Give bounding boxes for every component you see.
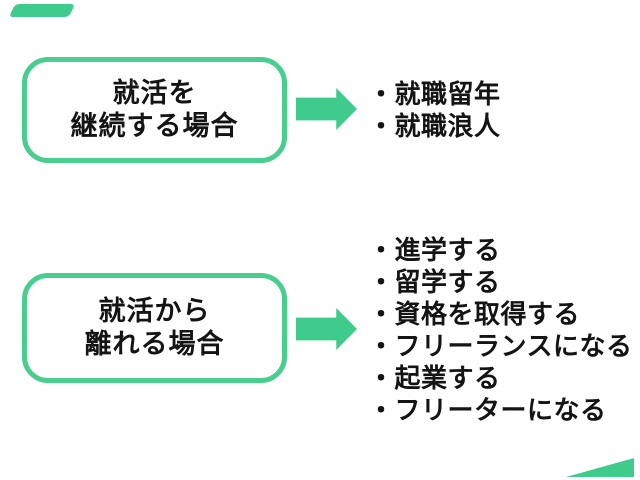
- list-item: ・起業する: [368, 363, 501, 393]
- node-label-line: 離れる場合: [84, 329, 225, 359]
- list-item: ・フリーランスになる: [368, 331, 633, 361]
- list-item: ・資格を取得する: [368, 299, 581, 329]
- options-list-continue: ・就職留年 ・就職浪人: [368, 78, 501, 142]
- right-arrow-icon: [296, 88, 357, 130]
- node-leave-jobhunt: 就活から 離れる場合: [22, 273, 287, 383]
- list-item: ・進学する: [368, 235, 501, 265]
- list-item: ・フリーターになる: [368, 395, 607, 425]
- node-continue-jobhunt: 就活を 継続する場合: [22, 57, 287, 163]
- node-label-line: 就活から: [98, 296, 211, 326]
- node-label-line: 継続する場合: [70, 111, 239, 141]
- list-item: ・就職浪人: [368, 111, 501, 141]
- node-label-line: 就活を: [112, 78, 197, 108]
- options-list-leave: ・進学する ・留学する ・資格を取得する ・フリーランスになる ・起業する ・フ…: [368, 234, 632, 426]
- list-item: ・留学する: [368, 267, 501, 297]
- corner-accent-top-left-icon: [8, 4, 76, 17]
- right-arrow-icon: [296, 308, 357, 350]
- corner-accent-bottom-right-icon: [566, 458, 634, 477]
- list-item: ・就職留年: [368, 79, 501, 109]
